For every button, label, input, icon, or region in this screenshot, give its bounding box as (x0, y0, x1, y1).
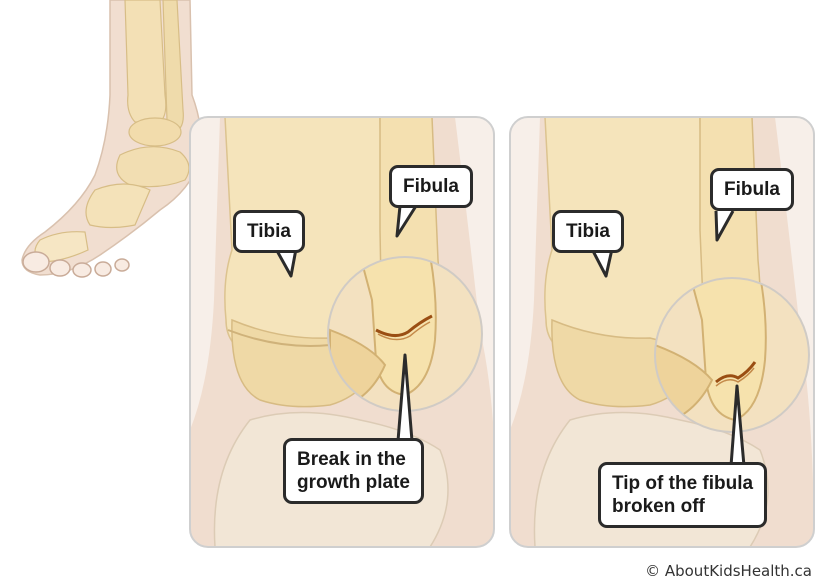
tibia-label-right: Tibia (552, 210, 624, 253)
fracture-label-right: Tip of the fibula broken off (598, 462, 767, 528)
tibia-label-left: Tibia (233, 210, 305, 253)
fibula-label-right: Fibula (710, 168, 794, 211)
fibula-label-left: Fibula (389, 165, 473, 208)
copyright-credit: © AboutKidsHealth.ca (645, 562, 812, 580)
fracture-label-left: Break in the growth plate (283, 438, 424, 504)
foot-overview-illustration (22, 0, 201, 277)
